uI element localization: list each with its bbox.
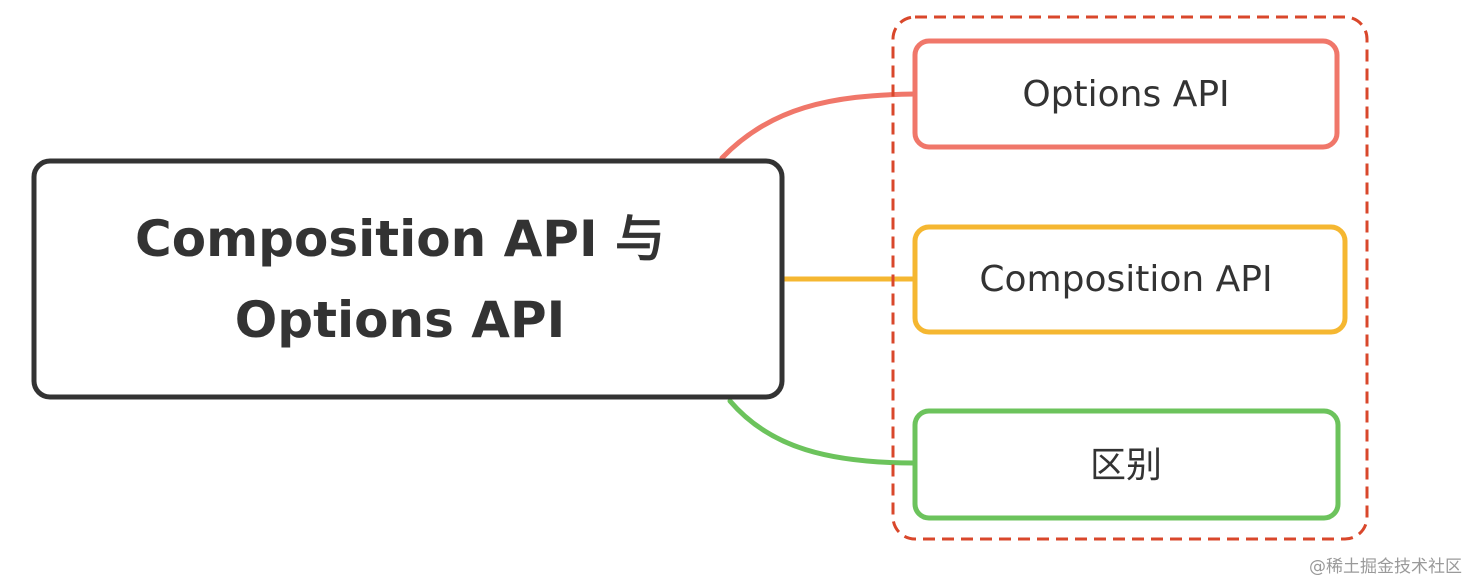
child-node-label: Composition API bbox=[979, 259, 1272, 300]
branch-connector-options-api bbox=[719, 91, 918, 161]
child-node-box bbox=[912, 408, 1341, 521]
root-node[interactable]: Composition API 与 Options API bbox=[31, 158, 785, 400]
root-node-title-line-2: Options API bbox=[235, 291, 565, 349]
child-node-difference[interactable]: 区别 bbox=[912, 408, 1341, 521]
child-node-label: Options API bbox=[1022, 74, 1229, 115]
root-node-title-line-1: Composition API 与 bbox=[135, 210, 665, 268]
child-node-options-api[interactable]: Options API bbox=[912, 38, 1340, 150]
branch-connector-difference bbox=[727, 398, 918, 466]
watermark-text: @稀土掘金技术社区 bbox=[1309, 557, 1462, 577]
root-node-box bbox=[31, 158, 785, 400]
child-node-composition-api[interactable]: Composition API bbox=[912, 224, 1348, 335]
children-group-frame bbox=[891, 15, 1369, 541]
child-node-box bbox=[912, 38, 1340, 150]
child-node-box bbox=[912, 224, 1348, 335]
child-node-label: 区别 bbox=[1090, 445, 1162, 486]
